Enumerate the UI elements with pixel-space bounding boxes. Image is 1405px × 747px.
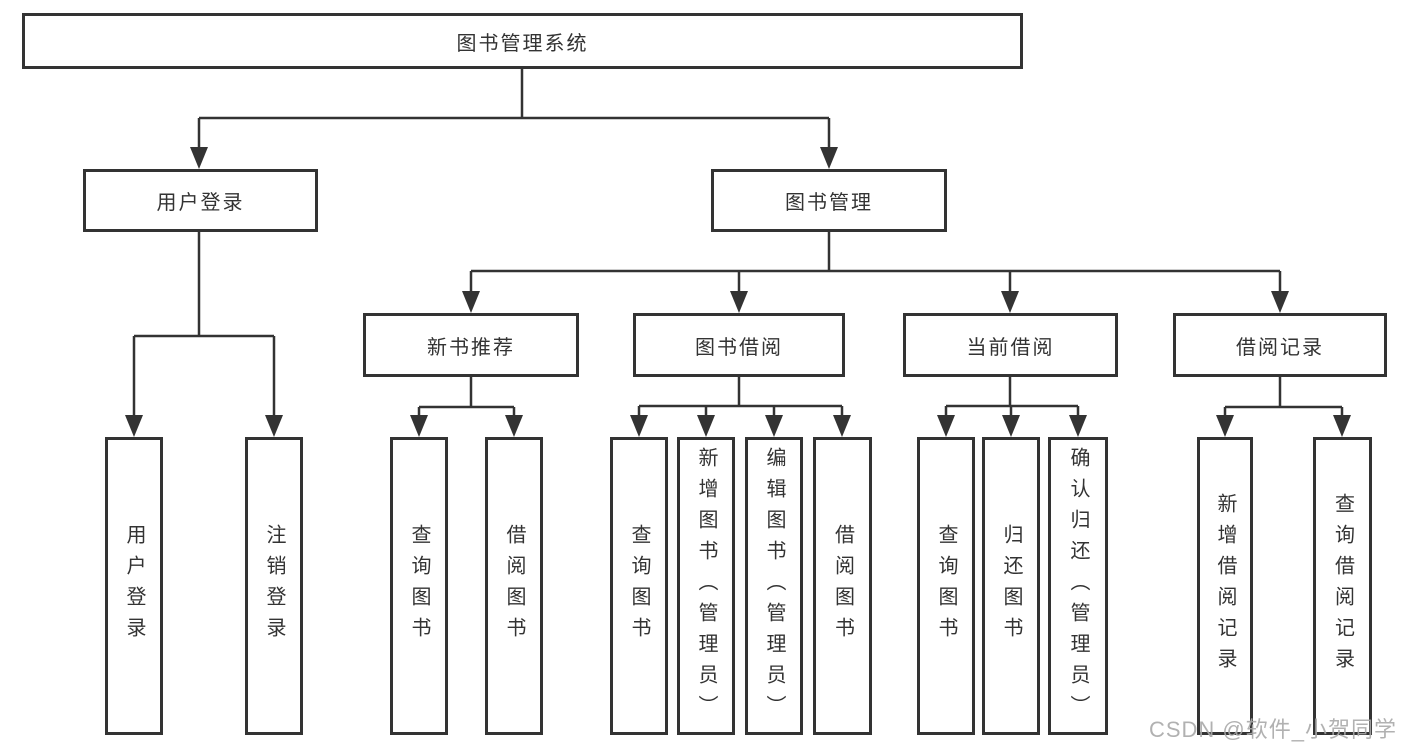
node-label: 图书借阅	[695, 336, 783, 359]
connector-paths	[132, 69, 1344, 418]
arrow-icon	[1333, 415, 1351, 437]
arrow-icon	[630, 415, 648, 437]
leaf-query-book-1: 查询图书	[390, 437, 448, 735]
leaf-label: 查询图书	[408, 524, 430, 648]
arrow-icon	[1216, 415, 1234, 437]
arrow-icon	[1001, 291, 1019, 313]
leaf-label: 新增借阅记录	[1214, 493, 1236, 679]
arrow-icon	[820, 147, 838, 169]
arrow-icon	[833, 415, 851, 437]
node-current-borrow: 当前借阅	[903, 313, 1118, 377]
node-new-book-recommend: 新书推荐	[363, 313, 579, 377]
leaf-borrow-book-1: 借阅图书	[485, 437, 543, 735]
node-label: 用户登录	[156, 192, 245, 214]
leaf-label: 编辑图书（管理员）	[763, 446, 785, 726]
node-label: 当前借阅	[966, 336, 1055, 359]
node-book-management: 图书管理	[711, 169, 947, 232]
arrow-icon	[697, 415, 715, 437]
leaf-label: 查询图书	[628, 524, 650, 648]
leaf-query-book-2: 查询图书	[610, 437, 668, 735]
node-book-borrow: 图书借阅	[633, 313, 845, 377]
leaf-confirm-return-admin: 确认归还（管理员）	[1048, 437, 1108, 735]
leaf-return-book: 归还图书	[982, 437, 1040, 735]
node-label: 图书管理	[785, 192, 873, 214]
leaf-borrow-book-2: 借阅图书	[813, 437, 872, 735]
arrow-icon	[937, 415, 955, 437]
leaf-logout: 注销登录	[245, 437, 303, 735]
node-label: 借阅记录	[1236, 336, 1324, 359]
arrow-icon	[265, 415, 283, 437]
leaf-query-book-3: 查询图书	[917, 437, 975, 735]
node-label: 图书管理系统	[456, 32, 589, 55]
arrow-icon	[1271, 291, 1289, 313]
leaf-label: 确认归还（管理员）	[1067, 446, 1089, 726]
leaf-edit-book-admin: 编辑图书（管理员）	[745, 437, 803, 735]
arrow-icon	[190, 147, 208, 169]
arrow-icon	[730, 291, 748, 313]
leaf-label: 新增图书（管理员）	[695, 446, 717, 726]
node-borrow-record: 借阅记录	[1173, 313, 1387, 377]
arrow-icon	[1069, 415, 1087, 437]
arrow-icon	[410, 415, 428, 437]
leaf-label: 借阅图书	[831, 524, 854, 648]
watermark: CSDN @软件_小贺同学	[1148, 717, 1397, 742]
leaf-label: 用户登录	[123, 524, 145, 648]
arrow-icon	[125, 415, 143, 437]
arrow-icon	[1002, 415, 1020, 437]
node-user-login: 用户登录	[83, 169, 318, 232]
leaf-label: 借阅图书	[503, 524, 525, 648]
leaf-query-borrow-record: 查询借阅记录	[1313, 437, 1372, 735]
arrowheads	[125, 147, 1351, 437]
leaf-label: 归还图书	[1000, 524, 1022, 648]
leaf-label: 查询图书	[935, 524, 957, 648]
arrow-icon	[505, 415, 523, 437]
leaf-label: 注销登录	[263, 524, 285, 648]
leaf-add-book-admin: 新增图书（管理员）	[677, 437, 735, 735]
node-library-management-system: 图书管理系统	[22, 13, 1023, 69]
arrow-icon	[765, 415, 783, 437]
node-label: 新书推荐	[427, 336, 515, 359]
arrow-icon	[462, 291, 480, 313]
leaf-user-login: 用户登录	[105, 437, 163, 735]
leaf-label: 查询借阅记录	[1331, 493, 1354, 679]
leaf-add-borrow-record: 新增借阅记录	[1197, 437, 1253, 735]
